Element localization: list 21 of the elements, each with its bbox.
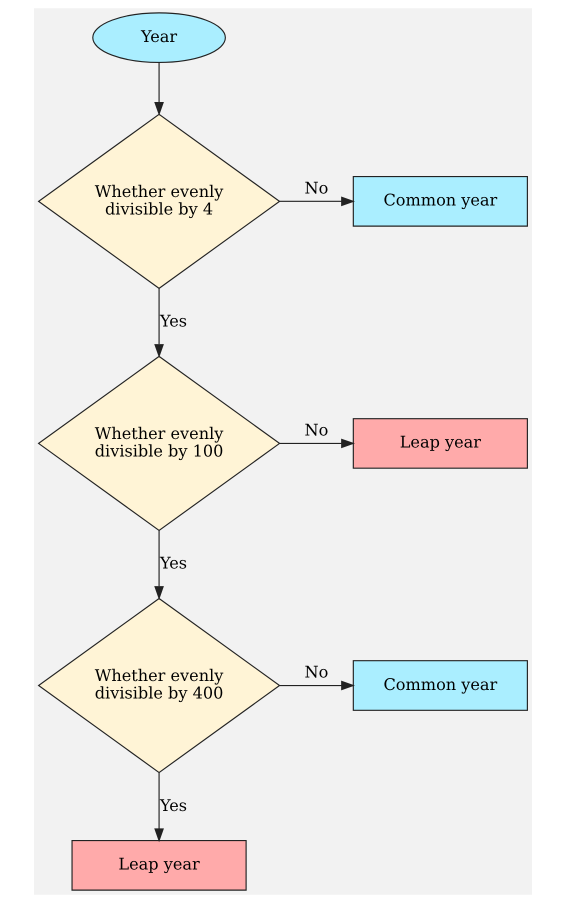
node-ellipse: Year [92, 12, 226, 64]
node-diamond: Whether evenly divisible by 100 [38, 356, 281, 532]
arrow [280, 196, 355, 206]
arrow [154, 62, 164, 116]
node-diamond: Whether evenly divisible by 400 [38, 598, 281, 774]
edge-label: Yes [160, 554, 188, 573]
arrow [154, 288, 164, 358]
node-box: Common year [352, 660, 528, 711]
edge-label: No [304, 662, 328, 682]
edge-label: No [304, 420, 328, 440]
arrow [154, 772, 164, 842]
edge-label: No [304, 178, 328, 198]
arrow [280, 680, 355, 690]
edge-label: Yes [160, 312, 188, 331]
node-box: Common year [352, 176, 528, 227]
node-diamond: Whether evenly divisible by 4 [38, 114, 281, 290]
node-box: Leap year [71, 840, 247, 891]
arrow [280, 438, 355, 448]
arrow [154, 530, 164, 600]
node-box: Leap year [352, 418, 528, 469]
edge-label: Yes [160, 796, 188, 815]
